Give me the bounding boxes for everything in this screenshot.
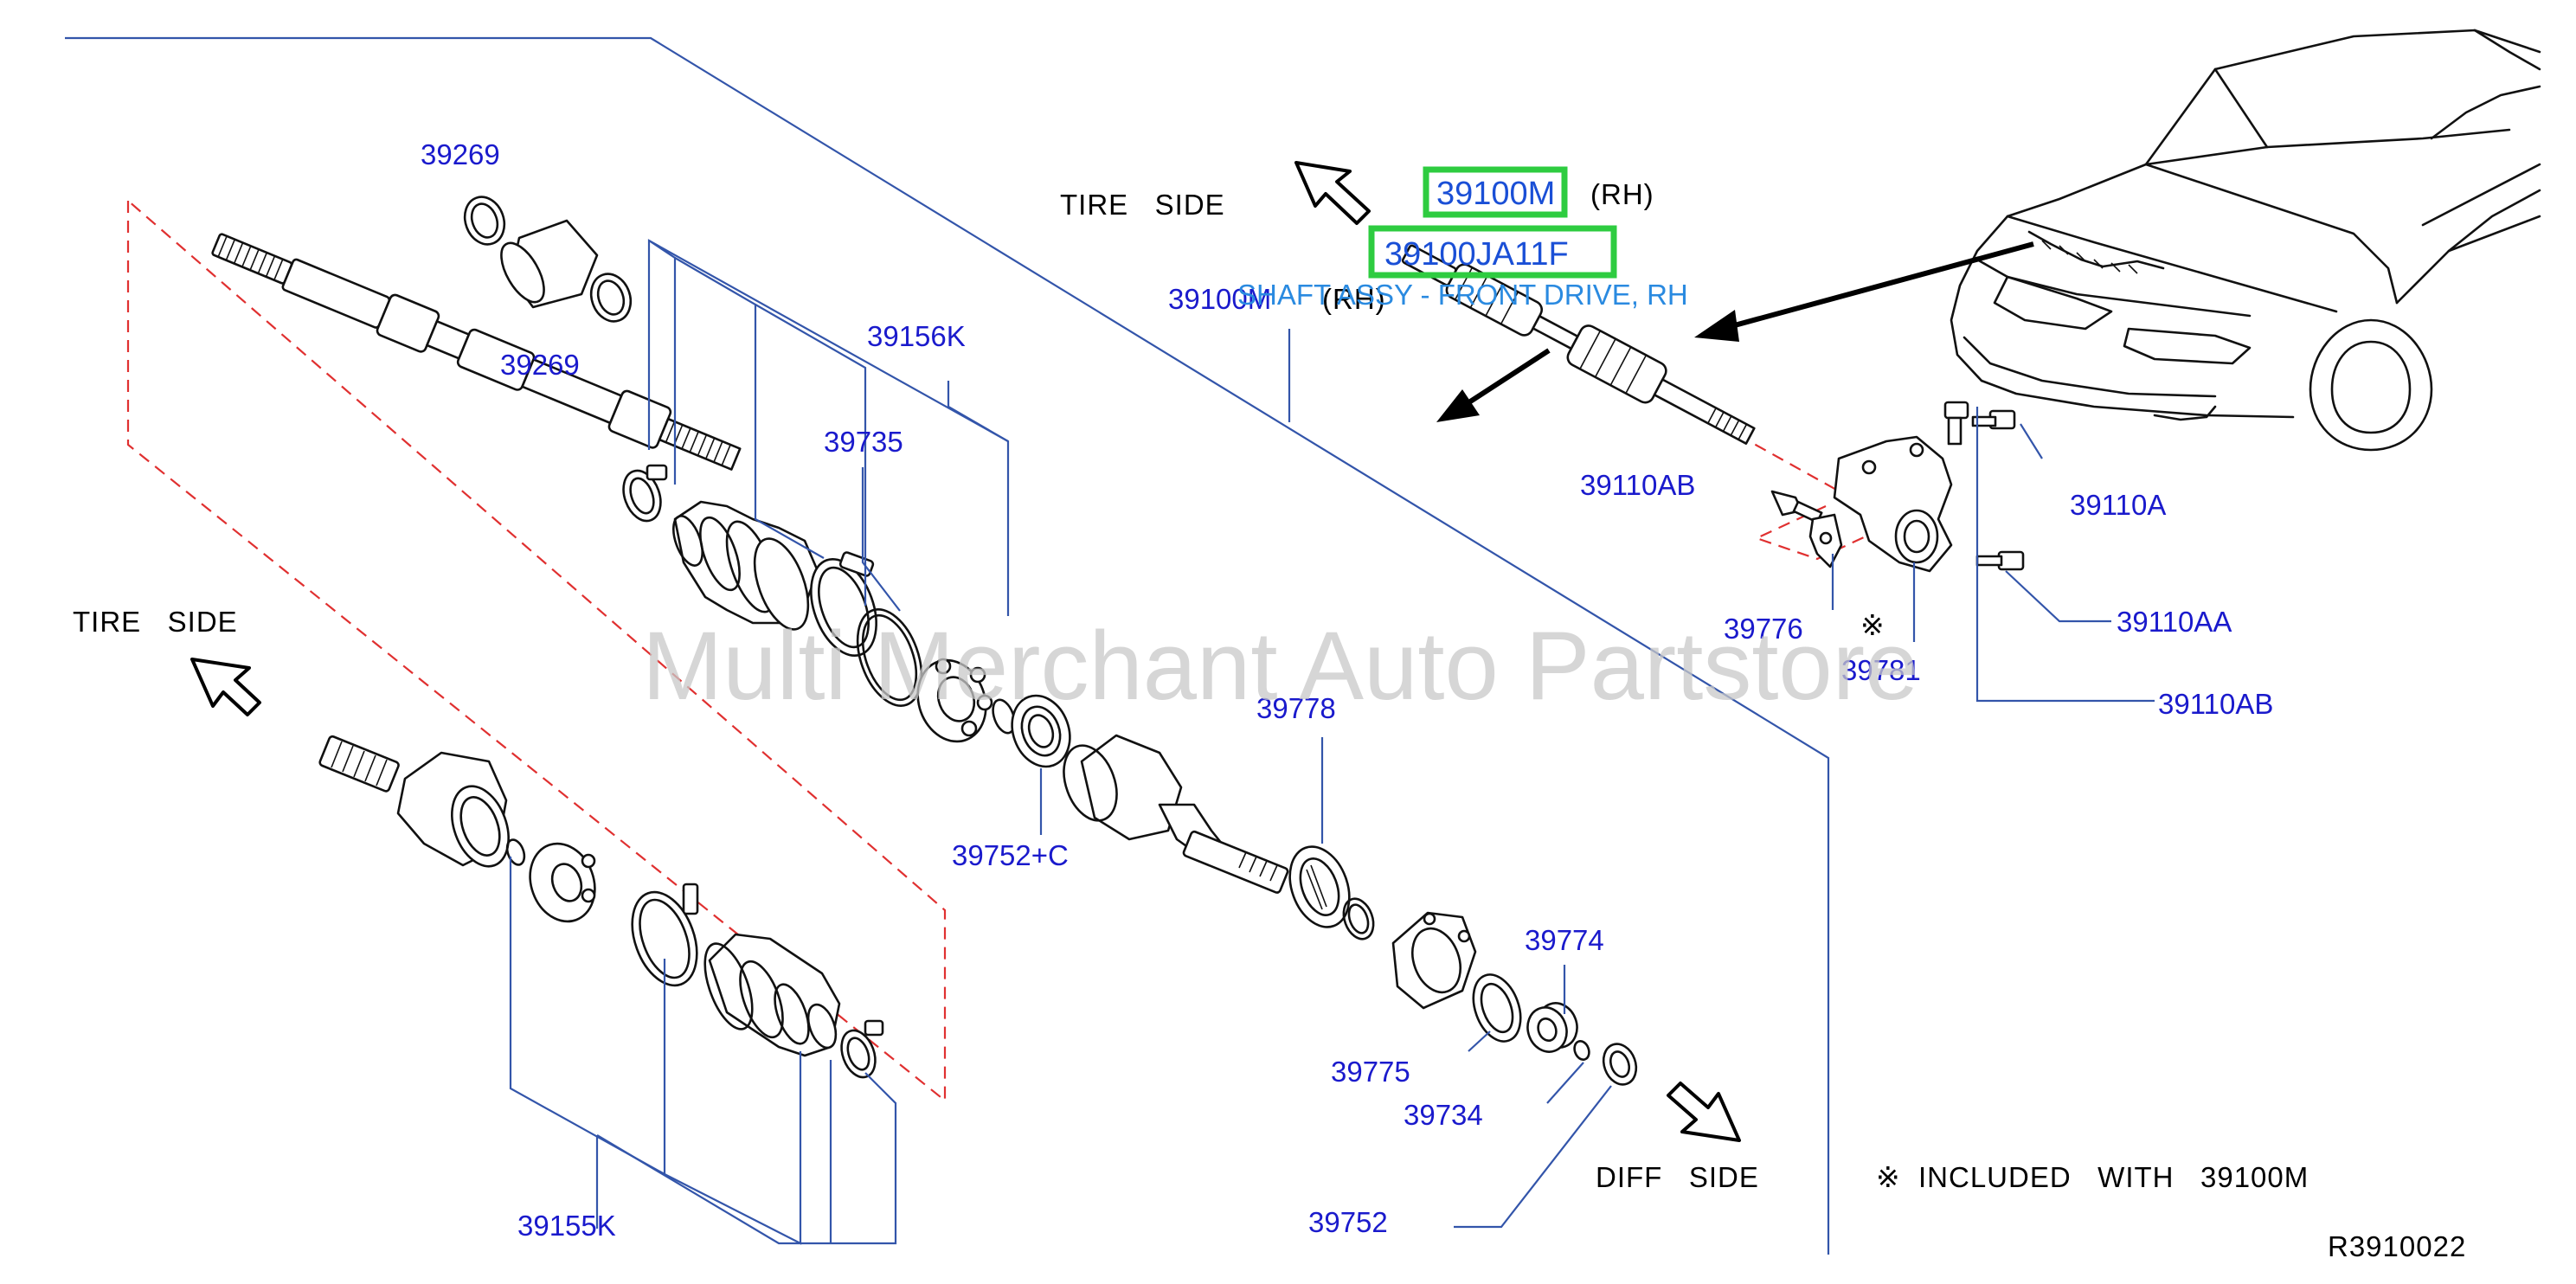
boot-band-large xyxy=(810,551,877,658)
part-39110aa[interactable]: 39110AA xyxy=(2117,606,2232,638)
circlip-39735 xyxy=(856,608,923,707)
part-39155k[interactable]: 39155K xyxy=(517,1210,616,1242)
joint-cage xyxy=(916,658,1016,743)
side-labels: TIRE SIDE TIRE SIDE DIFF SIDE ※ INCLUDED… xyxy=(73,189,2466,1262)
part-39100m-rh: (RH) xyxy=(1322,283,1386,315)
inner-shaft xyxy=(211,233,742,471)
watermark: Multi Merchant Auto Partstore xyxy=(642,612,1918,720)
boot-band-lower xyxy=(631,883,699,987)
included-mark: ※ xyxy=(1860,609,1885,641)
car-illustration xyxy=(1950,29,2541,452)
bolt-39110a xyxy=(1971,409,2016,430)
part-39110ab-left[interactable]: 39110AB xyxy=(1580,469,1695,501)
inboard-boot-lower xyxy=(703,933,841,1057)
part-39156k[interactable]: 39156K xyxy=(867,320,966,352)
tire-side-arrow-left-icon xyxy=(190,658,261,716)
part-39100m[interactable]: 39100M xyxy=(1168,283,1271,315)
outer-joint-lower xyxy=(318,735,596,923)
part-39735[interactable]: 39735 xyxy=(824,426,903,458)
outer-joint-housing xyxy=(1063,734,1289,894)
part-39269-bottom[interactable]: 39269 xyxy=(500,349,580,381)
part-39110ab-right[interactable]: 39110AB xyxy=(2158,688,2273,720)
highlight-alt-number[interactable]: 39100JA11F xyxy=(1384,236,1569,273)
bushing-39269 xyxy=(463,196,633,323)
part-39781[interactable]: 39781 xyxy=(1841,654,1921,686)
leader-lines xyxy=(509,239,2155,1245)
part-39774[interactable]: 39774 xyxy=(1525,924,1604,956)
part-39778[interactable]: 39778 xyxy=(1256,692,1336,724)
bolt-39110ab xyxy=(1770,490,1823,523)
tire-side-arrow-top-icon xyxy=(1294,161,1371,225)
ring-39734 xyxy=(1472,973,1522,1043)
diff-side-label: DIFF SIDE xyxy=(1596,1161,1759,1193)
small-ring xyxy=(1342,897,1375,941)
highlight-part-number[interactable]: 39100M xyxy=(1436,176,1555,212)
bearing-housing-39775 xyxy=(1391,911,1477,1010)
bearing-39774 xyxy=(1526,1002,1590,1061)
part-labels: 39269 39269 39156K 39735 39100M (RH) 397… xyxy=(421,138,2273,1242)
diagram-code: R3910022 xyxy=(2328,1230,2466,1262)
part-39734[interactable]: 39734 xyxy=(1404,1099,1483,1131)
bearing-bracket xyxy=(1833,435,1953,573)
assembly-dashed-outline xyxy=(126,200,1905,1103)
spacer-39776 xyxy=(1808,513,1843,568)
tire-side-label-top: TIRE SIDE xyxy=(1060,189,1225,221)
boot-clamp-small xyxy=(622,464,668,523)
bolt-39110a-upper xyxy=(1943,401,1969,446)
tire-side-label-left: TIRE SIDE xyxy=(73,606,238,638)
highlighted-part: 39100M (RH) 39100JA11F SHAFT ASSY - FRON… xyxy=(1237,166,1688,311)
seal-39752 xyxy=(1602,1043,1638,1086)
diff-side-arrow-icon xyxy=(1667,1082,1741,1142)
seal-39778 xyxy=(1288,845,1351,928)
part-39110a[interactable]: 39110A xyxy=(2070,489,2166,521)
boot-clamp-lower xyxy=(840,1019,884,1079)
highlight-box-39100m[interactable] xyxy=(1423,166,1568,218)
outboard-boot xyxy=(672,500,819,631)
drive-shaft-overview xyxy=(1401,244,1756,445)
seal-39752c xyxy=(1011,694,1071,768)
highlight-description: SHAFT ASSY - FRONT DRIVE, RH xyxy=(1237,279,1688,311)
assembly-boundary xyxy=(65,36,1830,1255)
part-39776[interactable]: 39776 xyxy=(1724,613,1803,645)
highlight-box-39100ja11f[interactable] xyxy=(1368,225,1617,279)
highlight-part-rh: (RH) xyxy=(1590,178,1654,210)
part-39752c[interactable]: 39752+C xyxy=(952,839,1069,871)
included-note: ※ INCLUDED WITH 39100M xyxy=(1876,1161,2309,1193)
bolt-39110aa xyxy=(1975,550,2025,571)
part-39269-top[interactable]: 39269 xyxy=(421,138,500,170)
part-39775[interactable]: 39775 xyxy=(1331,1056,1410,1088)
reference-arrow xyxy=(1694,241,2034,342)
direction-arrow-small xyxy=(1436,348,1551,422)
part-39752[interactable]: 39752 xyxy=(1308,1206,1388,1238)
